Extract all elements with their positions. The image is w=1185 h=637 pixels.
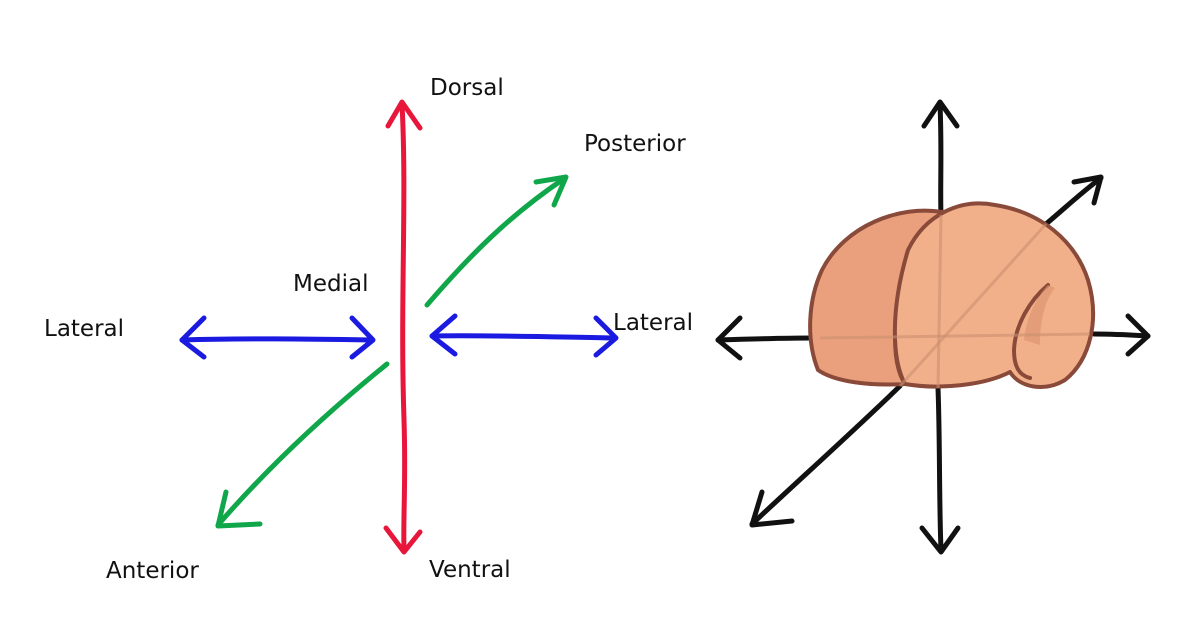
brain-anterior-arrowhead (749, 489, 795, 528)
brain-posterior-axis (1043, 175, 1104, 227)
label-lateral-left: Lateral (44, 316, 125, 342)
label-dorsal: Dorsal (430, 75, 504, 101)
right-lateral-arrow (429, 313, 619, 358)
right-lateral-shaft (429, 333, 618, 341)
brain-dorsal-arrowhead (921, 99, 960, 129)
dorsal-ventral-arrow (383, 99, 423, 555)
brain-illustration (808, 201, 1096, 389)
brain-anterior-axis (749, 383, 903, 527)
brain-temporal-fold (1011, 283, 1050, 380)
label-posterior: Posterior (584, 131, 686, 157)
ventral-arrowhead (383, 525, 423, 555)
brain-right-lateral-axis (1091, 331, 1151, 339)
right-arrowhead-inner (429, 313, 458, 357)
left-lateral-arrow (179, 315, 376, 360)
left-arrowhead-inner (349, 315, 376, 360)
posterior-shaft (424, 175, 568, 308)
label-anterior: Anterior (106, 558, 199, 584)
anterior-arrowhead (215, 489, 263, 529)
brain-ventral-arrowhead (919, 525, 961, 555)
brain-faint-axis-diagonal (898, 222, 1048, 388)
right-arrowhead-outer (593, 315, 619, 358)
brain-left-lateral-axis (715, 335, 815, 343)
label-ventral: Ventral (429, 557, 511, 583)
brain-axes-back (715, 99, 1151, 555)
label-medial: Medial (293, 271, 369, 297)
brain-faint-axis-vertical (936, 214, 943, 389)
brain-ventral-axis (935, 385, 944, 553)
label-lateral-right: Lateral (613, 310, 694, 336)
brain-posterior-arrowhead (1071, 174, 1104, 206)
left-lateral-shaft (179, 336, 375, 343)
dorsal-ventral-shaft (399, 101, 408, 551)
posterior-arrow (424, 174, 569, 308)
brain-dorsal-axis (937, 101, 944, 218)
anterior-arrow (215, 361, 390, 529)
brain-left-arrowhead (715, 315, 743, 361)
anterior-shaft (215, 361, 390, 528)
posterior-arrowhead (533, 174, 569, 208)
brain-faint-axis-horizontal (819, 332, 1091, 340)
brain-right-hemisphere (892, 201, 1096, 389)
brain-right-arrowhead (1125, 313, 1151, 357)
brain-shading (1024, 285, 1055, 345)
left-arrowhead-outer (179, 315, 207, 360)
dorsal-arrowhead (385, 99, 423, 131)
